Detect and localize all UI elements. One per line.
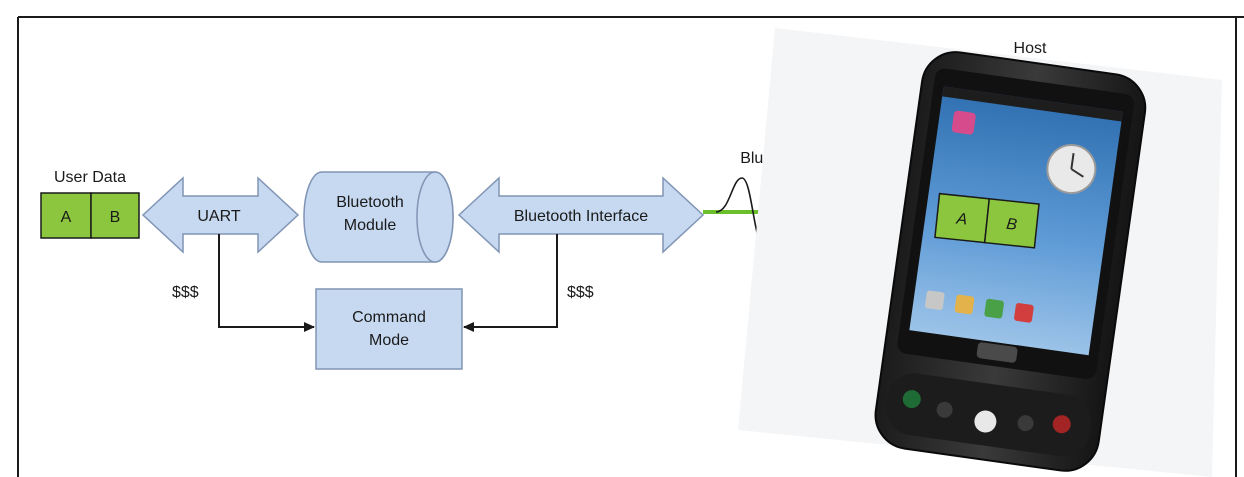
- clock-hand-minute: [1070, 168, 1084, 178]
- host-label: Host: [1014, 40, 1047, 57]
- home-button-icon: [936, 401, 953, 418]
- uart-label: UART: [197, 208, 240, 225]
- app-icon-dock-2: [954, 294, 975, 315]
- phone-home-tab: [976, 342, 1018, 363]
- bluetooth-interface-double-arrow: [457, 176, 705, 254]
- command-mode-label-line2: Mode: [369, 332, 409, 349]
- user-data-cell-a: [40, 192, 92, 239]
- trackball-icon: [974, 410, 997, 433]
- escape-sequence-right-label: $$$: [567, 284, 594, 301]
- clock-hand-hour: [1070, 153, 1075, 170]
- interface-to-command-connector: [463, 234, 558, 332]
- user-data-label: User Data: [54, 169, 126, 186]
- phone-status-bar: [942, 86, 1123, 122]
- escape-sequence-left-label: $$$: [172, 284, 199, 301]
- command-mode-label-line1: Command: [352, 309, 426, 326]
- phone-data-cell-b: [983, 198, 1040, 249]
- bluetooth-module-cylinder-end: [416, 171, 454, 263]
- bluetooth-module-label-line1: Bluetooth: [336, 194, 404, 211]
- smartphone-host: [874, 51, 1147, 472]
- user-data-cell-b: [90, 192, 140, 239]
- uart-to-command-connector: [218, 234, 315, 332]
- bluetooth-module-label-line2: Module: [344, 217, 397, 234]
- phone-data-cell-b-label: B: [1005, 216, 1018, 234]
- app-icon-dock-3: [984, 298, 1004, 319]
- command-mode-box: [315, 288, 463, 370]
- app-icon-dock-1: [924, 290, 945, 311]
- bluetooth-interface-label: Bluetooth Interface: [514, 208, 648, 225]
- back-button-icon: [1017, 415, 1034, 432]
- app-icon-dock-4: [1014, 303, 1034, 323]
- uart-double-arrow: [141, 176, 300, 254]
- end-call-button-icon: [1052, 415, 1071, 434]
- call-button-icon: [902, 390, 921, 409]
- received-data-block: A B: [934, 192, 1040, 249]
- phone-data-cell-a-label: A: [955, 210, 968, 228]
- user-data-cell-b-label: B: [110, 209, 121, 226]
- app-icon-shortcut: [951, 110, 976, 135]
- user-data-cell-a-label: A: [61, 209, 72, 226]
